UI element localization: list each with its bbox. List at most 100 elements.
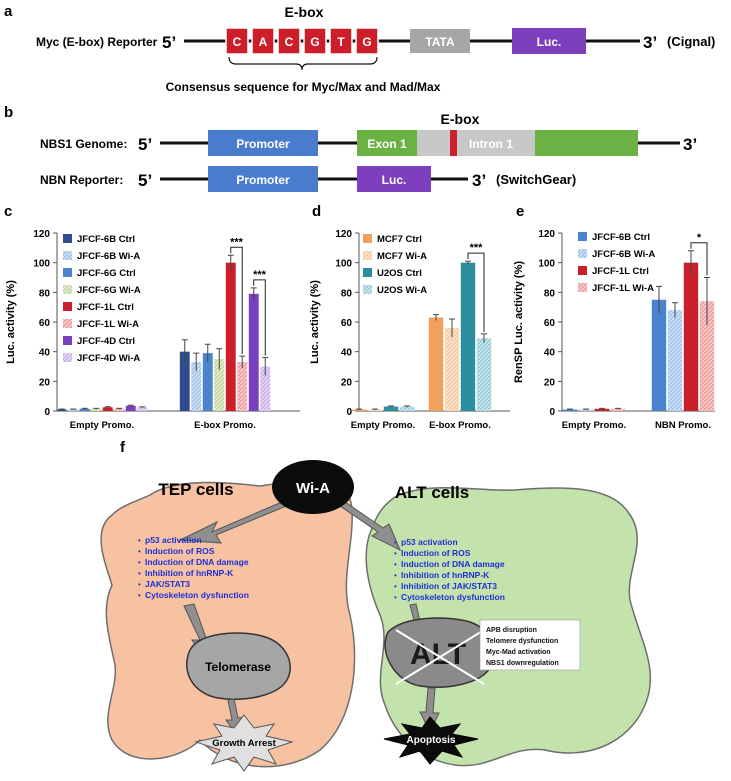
three-prime-a: 3’ (643, 33, 657, 52)
promoter-label-reporter: Promoter (236, 173, 290, 187)
legend-label: U2OS Ctrl (377, 268, 422, 279)
bar-hatch (260, 366, 271, 411)
tep-effect-item: JAK/STAT3 (145, 579, 190, 589)
ebox-base-letter: C (285, 35, 294, 49)
ebox-base-letter: A (259, 35, 268, 49)
y-tick-label: 100 (335, 259, 352, 270)
y-tick-label: 40 (39, 348, 51, 359)
bar (79, 408, 90, 411)
y-axis-label: Luc. activity (%) (309, 280, 321, 364)
exon-box (357, 130, 417, 156)
ebox-base: T (329, 27, 353, 55)
alt-effects-box-list: APB disruption Telomere dysfunction Myc-… (486, 627, 559, 667)
bar-hatch (114, 408, 125, 411)
ebox-title-b: E-box (441, 111, 480, 127)
svg-text:•: • (394, 538, 397, 547)
svg-text:•: • (138, 536, 141, 545)
legend-label: JFCF-4D Wi-A (77, 353, 140, 364)
luc-label-a: Luc. (537, 35, 562, 49)
svg-text:•: • (394, 571, 397, 580)
alt-effect-item: Inhibition of JAK/STAT3 (401, 581, 497, 591)
bar-hatch (476, 338, 492, 411)
significance-bracket (690, 242, 708, 276)
tep-effect-item: Cytoskeleton dysfunction (145, 590, 249, 600)
bar (56, 409, 67, 411)
svg-text:•: • (138, 569, 141, 578)
apoptosis-label: Apoptosis (407, 735, 456, 746)
bar (225, 262, 236, 411)
ebox-base-letter: T (337, 35, 345, 49)
bar (651, 299, 667, 411)
alt-box-item: Telomere dysfunction (486, 638, 558, 645)
svg-text:•: • (394, 560, 397, 569)
promoter-box-reporter (208, 166, 318, 192)
bar (351, 409, 367, 411)
alt-box-item: NBS1 downregulation (486, 660, 559, 667)
panel-e-label: e (516, 203, 524, 220)
tep-effect-item: Induction of ROS (145, 546, 215, 556)
ebox-marker-genome (450, 130, 457, 156)
y-tick-label: 60 (39, 318, 51, 329)
bar-hatch (137, 407, 148, 411)
telomerase-label: Telomerase (205, 660, 271, 674)
bar-hatch (610, 408, 626, 411)
significance-label: *** (470, 242, 484, 254)
alt-effects-list: p53 activation Induction of ROS Inductio… (401, 537, 505, 602)
legend-label: U2OS Wi-A (377, 285, 427, 296)
luc-box-b (357, 166, 431, 192)
ebox-base: G (303, 27, 327, 55)
myc-reporter-label: Myc (E-box) Reporter (36, 35, 158, 49)
y-tick-label: 80 (39, 288, 51, 299)
bar (428, 317, 444, 411)
tep-effect-item: p53 activation (145, 535, 202, 545)
svg-text:•: • (138, 580, 141, 589)
svg-text:•: • (138, 547, 141, 556)
exon-box-tail (535, 130, 638, 156)
legend-label: JFCF-6G Ctrl (77, 268, 136, 279)
three-prime-b2: 3’ (472, 171, 486, 190)
bar-hatch (91, 408, 102, 411)
y-tick-label: 120 (33, 229, 50, 240)
tata-label: TATA (425, 35, 455, 49)
panel-f-label: f (120, 439, 126, 456)
legend-label: JFCF-6B Wi-A (592, 249, 655, 260)
legend-label: JFCF-1L Wi-A (77, 319, 139, 330)
consensus-label: Consensus sequence for Myc/Max and Mad/M… (166, 80, 441, 94)
significance-label: * (697, 232, 702, 244)
x-tick-label: Empty Promo. (562, 420, 626, 431)
telomerase-shape (185, 632, 291, 700)
tep-effects-list: p53 activation Induction of ROS Inductio… (145, 535, 249, 600)
y-tick-label: 20 (341, 377, 353, 388)
legend-swatch (578, 232, 587, 241)
y-tick-label: 120 (335, 229, 352, 240)
legend-label: JFCF-1L Ctrl (77, 302, 134, 313)
alt-box-item: Myc-Mad activation (486, 649, 551, 656)
legend-swatch-hatch (63, 285, 72, 294)
y-axis-label: Luc. activity (%) (5, 280, 17, 364)
legend-label: JFCF-1L Ctrl (592, 266, 649, 277)
tep-effect-item: Inhibition of hnRNP-K (145, 568, 234, 578)
legend-swatch-hatch (578, 249, 587, 258)
legend-swatch-hatch (63, 251, 72, 260)
legend-swatch (578, 266, 587, 275)
intron-box (417, 130, 535, 156)
five-prime-b1: 5’ (138, 135, 152, 154)
tep-effect-item: Induction of DNA damage (145, 557, 249, 567)
bar-hatch (578, 409, 594, 411)
tata-box (410, 29, 470, 53)
panel-b-label: b (4, 104, 13, 121)
y-tick-label: 80 (544, 288, 556, 299)
alt-box-item: APB disruption (486, 627, 537, 634)
y-tick-label: 40 (544, 348, 556, 359)
y-axis-label: RenSP Luc. activity (%) (513, 261, 525, 383)
legend-swatch (63, 268, 72, 277)
legend-label: JFCF-4D Ctrl (77, 336, 135, 347)
y-tick-label: 80 (341, 288, 353, 299)
significance-label: *** (253, 269, 267, 281)
legend-label: JFCF-6B Ctrl (77, 234, 135, 245)
bar (683, 262, 699, 411)
alt-effect-item: Induction of DNA damage (401, 559, 505, 569)
bar-hatch (699, 301, 715, 411)
